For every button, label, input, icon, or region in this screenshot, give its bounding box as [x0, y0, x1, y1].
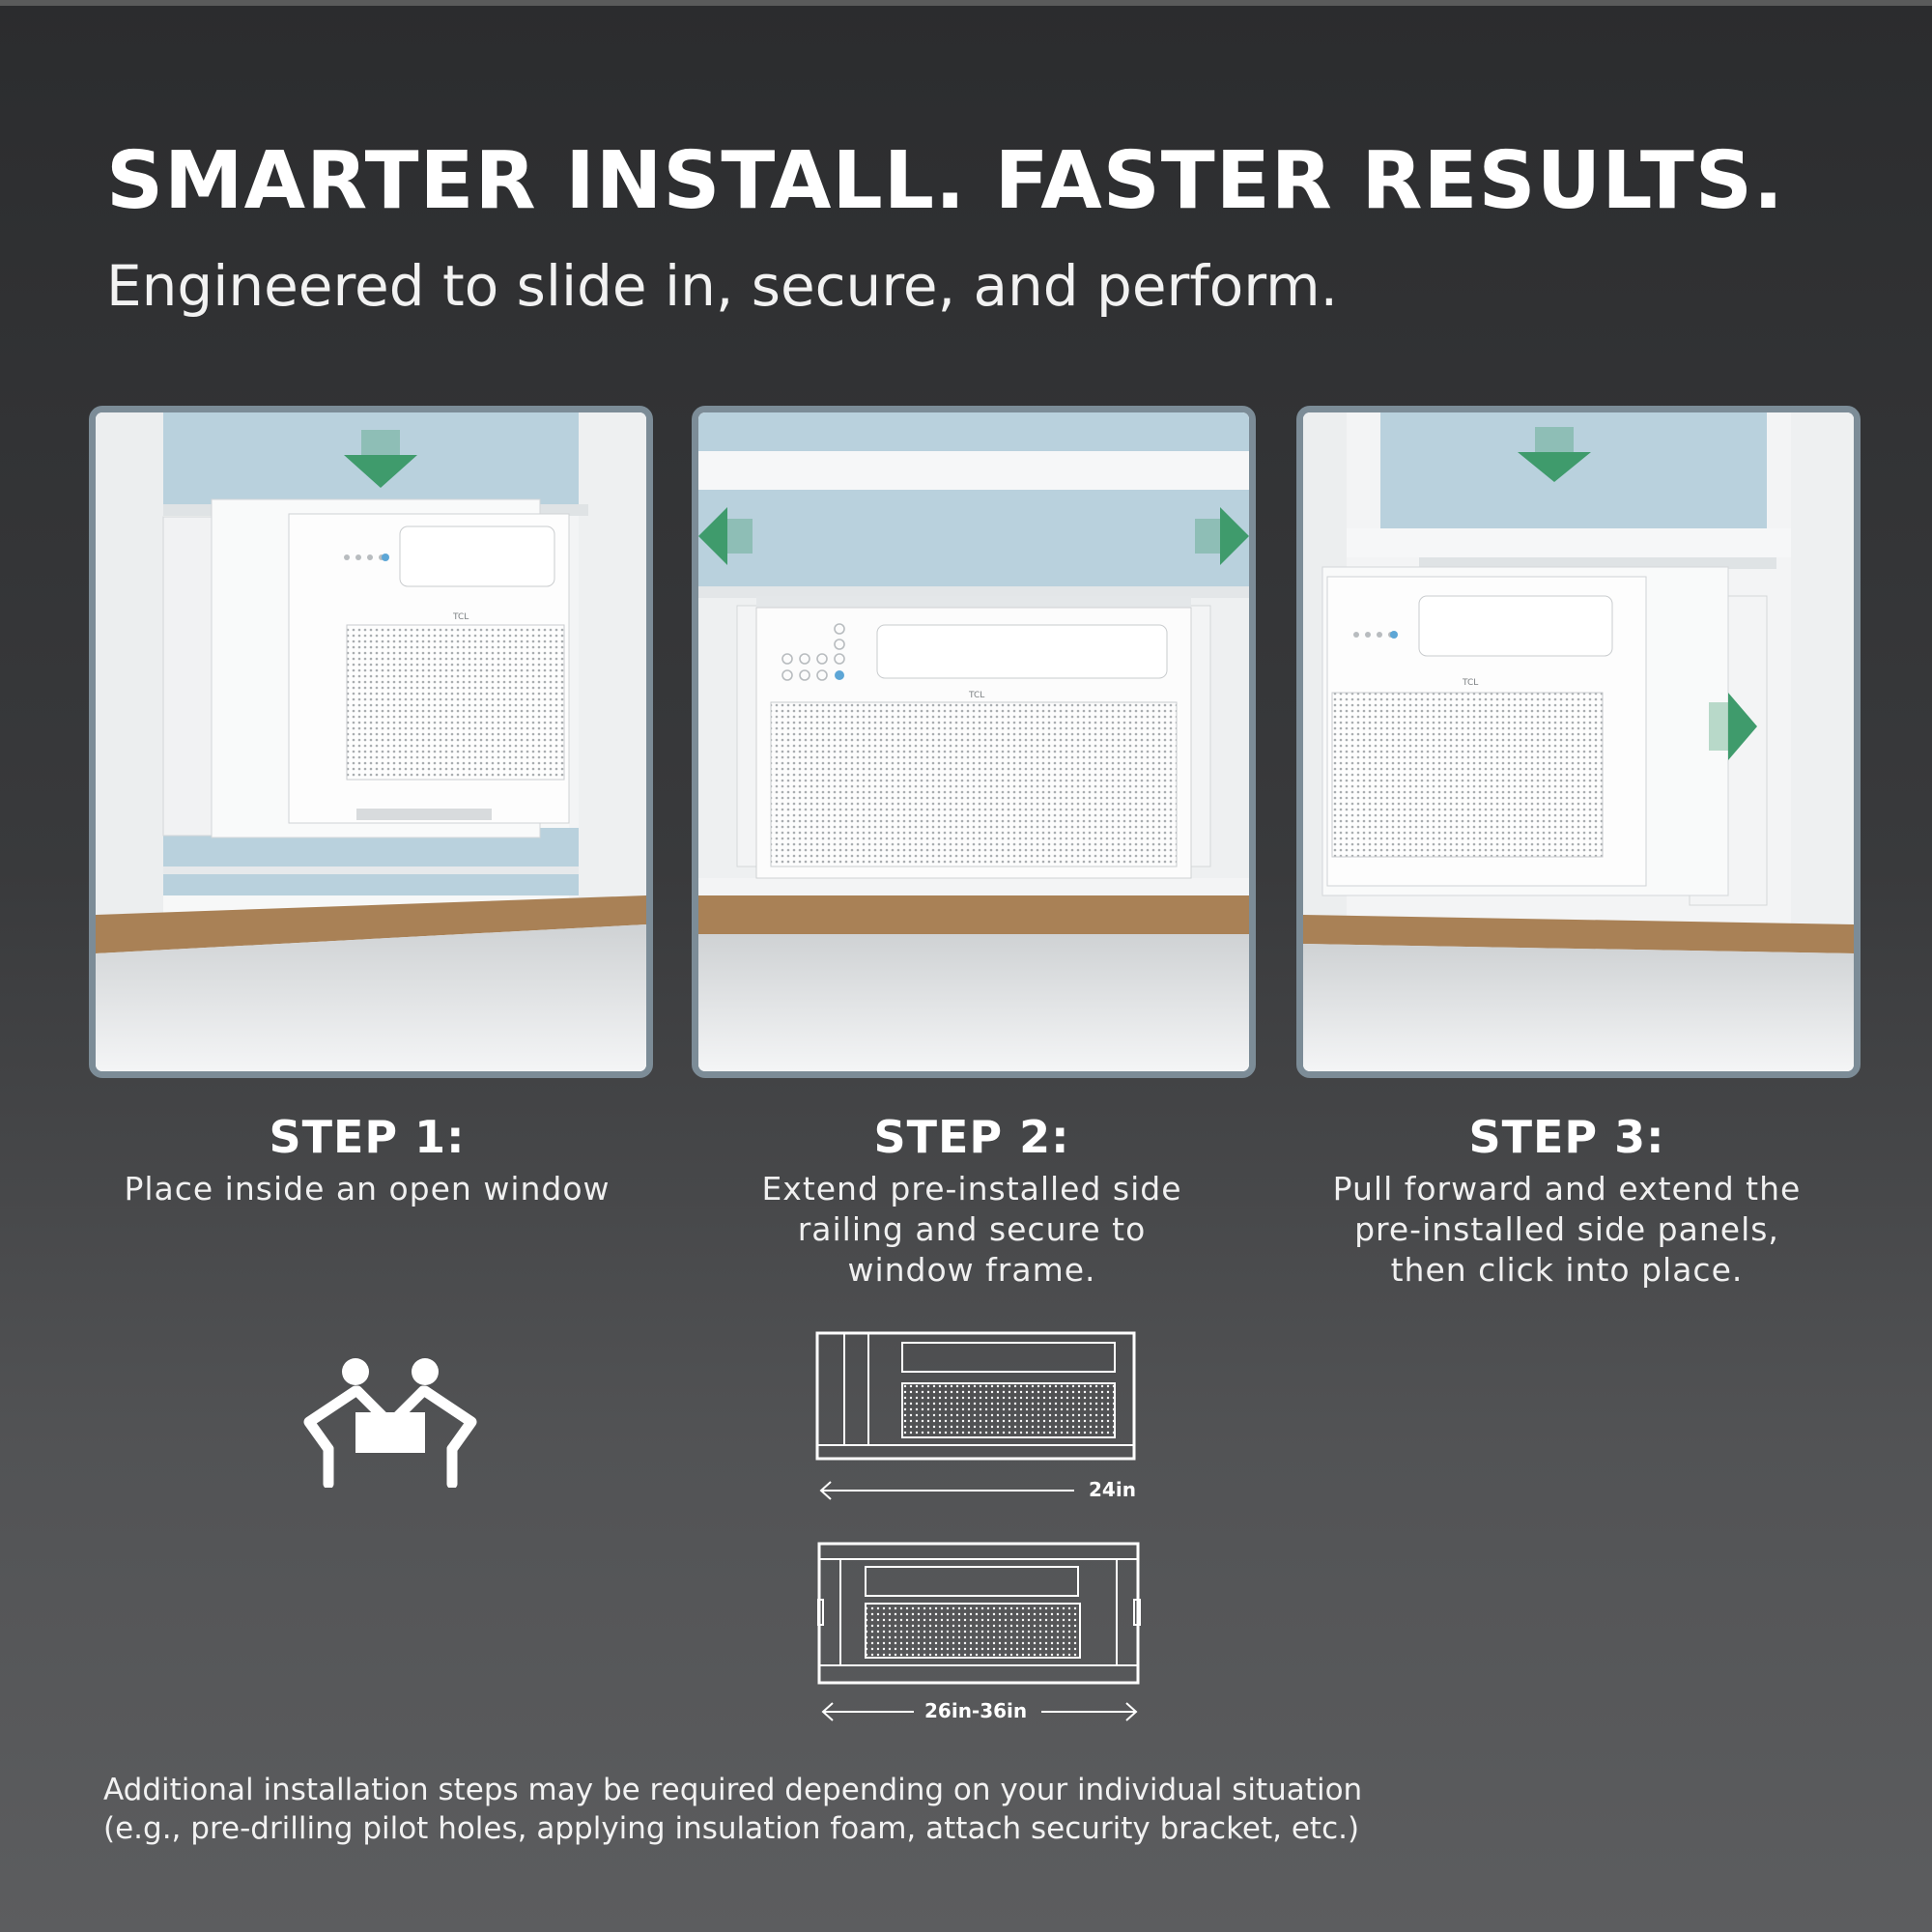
step-2-image: TCL [692, 406, 1256, 1078]
step-2-line-3: window frame. [847, 1251, 1096, 1289]
footnote: Additional installation steps may be req… [103, 1771, 1552, 1848]
step-3-illustration: TCL [1303, 412, 1854, 1071]
step-2-title: STEP 2: [873, 1111, 1070, 1163]
step-1-title: STEP 1: [269, 1111, 466, 1163]
page-subheadline: Engineered to slide in, secure, and perf… [106, 253, 1339, 319]
extended-width-label: 26in-36in [924, 1699, 1028, 1722]
right-arrow-icon [1709, 693, 1757, 760]
step-1-image: TCL [89, 406, 653, 1078]
step-3-line-2: pre-installed side panels, [1354, 1210, 1779, 1248]
unit-extended-diagram [817, 1542, 1141, 1685]
down-arrow-icon [1518, 427, 1591, 482]
closed-width-label: 24in [1089, 1478, 1136, 1501]
step-3-image: TCL [1296, 406, 1861, 1078]
step-3-caption: STEP 3: Pull forward and extend the pre-… [1267, 1111, 1866, 1291]
step-1-illustration: TCL [96, 412, 646, 1071]
step-3-line-3: then click into place. [1390, 1251, 1744, 1289]
brand-label: TCL [968, 691, 984, 700]
brand-label: TCL [1462, 678, 1478, 688]
step-2-caption: STEP 2: Extend pre-installed side railin… [672, 1111, 1271, 1291]
step-2-line-1: Extend pre-installed side [761, 1170, 1182, 1208]
step-3-title: STEP 3: [1468, 1111, 1665, 1163]
step-2-line-2: railing and secure to [797, 1210, 1147, 1248]
right-arrow-icon [1195, 507, 1249, 565]
dimension-arrow-extended [821, 1702, 1138, 1721]
down-arrow-icon [344, 430, 417, 488]
step-3-description: Pull forward and extend the pre-installe… [1267, 1169, 1866, 1291]
step-1-description: Place inside an open window [68, 1169, 667, 1209]
step-3-line-1: Pull forward and extend the [1332, 1170, 1802, 1208]
page-headline: SMARTER INSTALL. FASTER RESULTS. [106, 135, 1785, 227]
top-photo-strip [0, 0, 1932, 6]
brand-label: TCL [452, 612, 469, 622]
step-1-line-1: Place inside an open window [124, 1170, 611, 1208]
dimension-arrow-closed [819, 1481, 1074, 1500]
footnote-line-2: (e.g., pre-drilling pilot holes, applyin… [103, 1811, 1360, 1846]
footnote-line-1: Additional installation steps may be req… [103, 1773, 1363, 1807]
unit-closed-diagram [815, 1331, 1136, 1461]
step-1-caption: STEP 1: Place inside an open window [68, 1111, 667, 1209]
two-person-lift-icon [303, 1358, 477, 1488]
step-2-description: Extend pre-installed side railing and se… [672, 1169, 1271, 1291]
left-arrow-icon [698, 507, 753, 565]
step-2-illustration: TCL [698, 412, 1249, 1071]
